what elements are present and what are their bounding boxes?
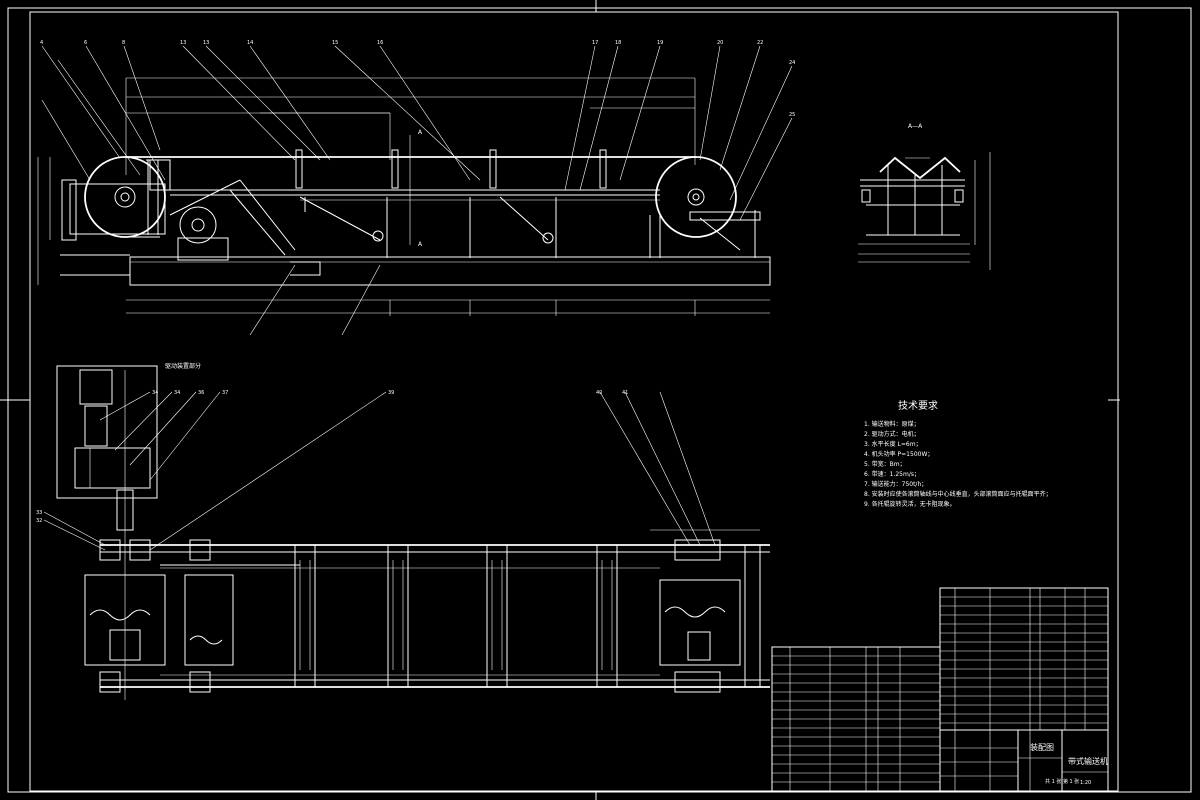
drawing-type: 装配图	[1030, 742, 1054, 752]
technical-requirements: 技术要求 1. 输送物料：原煤； 2. 驱动方式：电机； 3. 水平长度 L=6…	[864, 399, 1052, 508]
svg-text:39: 39	[388, 390, 394, 396]
tech-title: 技术要求	[898, 399, 938, 412]
svg-text:37: 37	[222, 390, 228, 396]
parts-list-right	[939, 587, 1109, 792]
part-number: 24	[789, 60, 795, 66]
svg-text:A: A	[418, 241, 423, 248]
part-number-labels-bottom: 34 34 36 37 33 32 39 40 41	[36, 390, 628, 524]
drive-detail-box	[56, 365, 158, 499]
part-number: 6	[84, 40, 87, 46]
plan-view: 驱动装置部分	[36, 362, 770, 700]
title-block: 装配图 带式输送机 共 1 张 第 1 张 1:20	[939, 729, 1109, 792]
part-number: 15	[332, 40, 338, 46]
inner-frame	[29, 11, 1119, 792]
idler-sets-plan	[294, 544, 618, 688]
svg-text:8. 安装时应使各滚筒轴线与中心线垂直，头部滚筒面应与托辊面: 8. 安装时应使各滚筒轴线与中心线垂直，头部滚筒面应与托辊面平齐；	[864, 490, 1052, 498]
scale: 1:20	[1080, 780, 1091, 786]
part-number: 22	[757, 40, 763, 46]
svg-text:驱动装置部分: 驱动装置部分	[165, 362, 201, 370]
elevation-view: A A	[37, 40, 795, 336]
part-number: 4	[40, 40, 43, 46]
part-number-labels-top: 4 6 8 13 13 14 15 16 17 18 19 20 22 24 2…	[40, 40, 795, 118]
parts-list-left	[771, 646, 941, 792]
part-number: 20	[717, 40, 723, 46]
part-number: 18	[615, 40, 621, 46]
part-number: 13	[180, 40, 186, 46]
svg-text:1. 输送物料：原煤；: 1. 输送物料：原煤；	[864, 420, 920, 428]
idler-stands	[295, 149, 607, 258]
tail-pulley	[655, 156, 737, 238]
svg-text:41: 41	[622, 390, 628, 396]
base-frame	[129, 256, 771, 286]
svg-text:2. 驱动方式：电机；: 2. 驱动方式：电机；	[864, 430, 920, 438]
svg-text:34: 34	[152, 390, 158, 396]
svg-text:6. 带速：1.25m/s；: 6. 带速：1.25m/s；	[864, 470, 920, 478]
part-number: 14	[247, 40, 253, 46]
sheet-info: 共 1 张 第 1 张	[1045, 778, 1079, 785]
svg-text:3. 水平长度 L=6m；: 3. 水平长度 L=6m；	[864, 440, 922, 448]
svg-text:9. 各托辊旋转灵活，无卡阻现象。: 9. 各托辊旋转灵活，无卡阻现象。	[864, 500, 956, 508]
svg-text:34: 34	[174, 390, 180, 396]
drive-motor-pulley	[179, 206, 217, 244]
svg-text:7. 输送能力：750t/h；: 7. 输送能力：750t/h；	[864, 480, 927, 488]
product-name: 带式输送机	[1068, 756, 1108, 766]
part-number: 17	[592, 40, 598, 46]
svg-text:33: 33	[36, 510, 42, 516]
outer-frame	[7, 7, 1192, 793]
part-number: 25	[789, 112, 795, 118]
svg-text:5. 带宽：Bm；: 5. 带宽：Bm；	[864, 460, 906, 468]
svg-text:A: A	[418, 129, 423, 136]
svg-text:36: 36	[198, 390, 204, 396]
part-number: 16	[377, 40, 383, 46]
svg-text:40: 40	[596, 390, 602, 396]
svg-text:4. 机头功率 P=1500W；: 4. 机头功率 P=1500W；	[864, 450, 933, 458]
svg-text:32: 32	[36, 518, 42, 524]
part-number: 13	[203, 40, 209, 46]
section-label: A—A	[908, 123, 923, 130]
section-view-a-a: A—A	[858, 123, 991, 270]
head-pulley	[84, 156, 166, 238]
part-number: 8	[122, 40, 125, 46]
part-number: 19	[657, 40, 663, 46]
